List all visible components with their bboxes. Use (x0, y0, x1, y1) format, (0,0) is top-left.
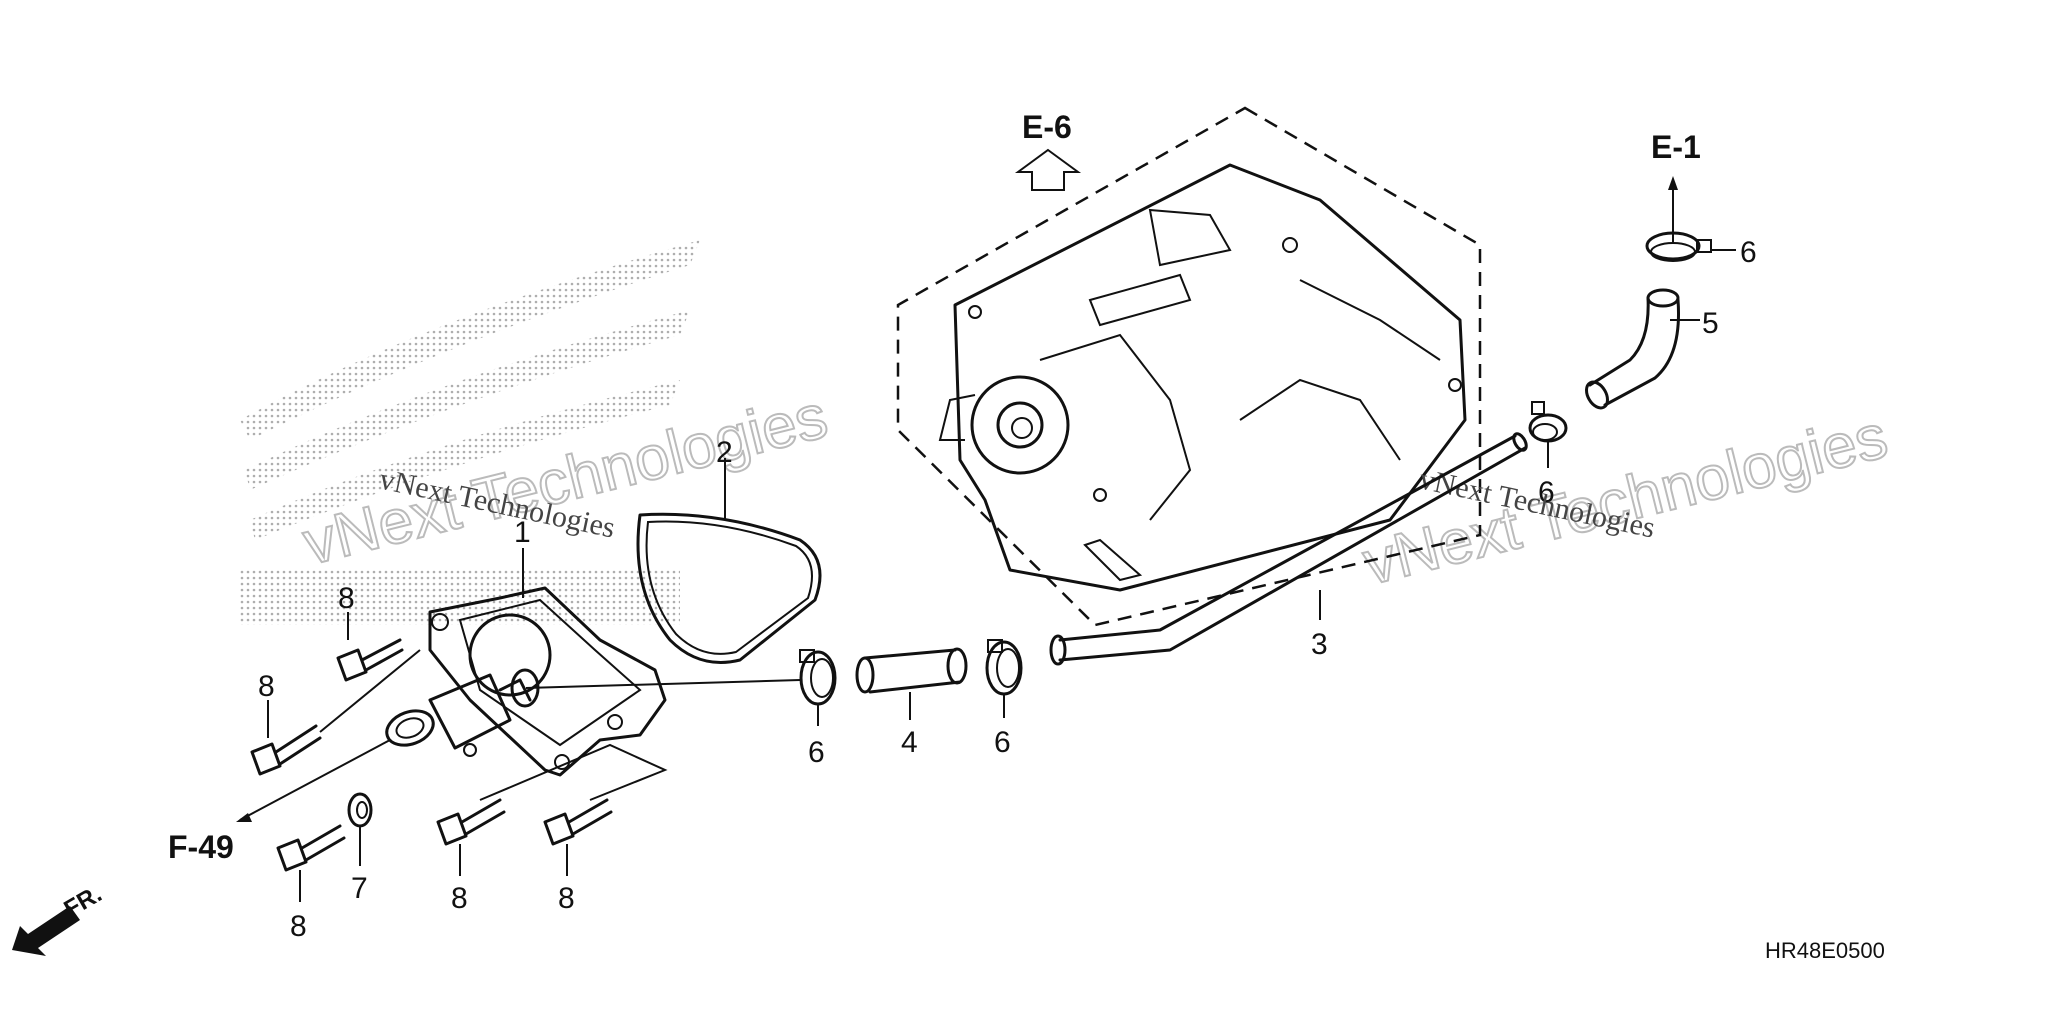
hose-clamp-middle-right (985, 639, 1023, 696)
callout-6-top: 6 (1740, 236, 1757, 269)
washer-7 (347, 792, 373, 828)
bolt-group-leader (479, 743, 668, 801)
watermark-large-right: vNext Technologies (1357, 402, 1894, 599)
wing-logo-watermark (240, 240, 700, 625)
callout-6-middle-left: 6 (808, 736, 825, 769)
callout-8-lower-middle: 8 (451, 882, 468, 915)
bolt-8-lower-left (276, 824, 346, 872)
callout-1: 1 (514, 516, 531, 549)
hose-5 (1585, 288, 1680, 410)
gasket-2 (636, 512, 822, 664)
ref-f49: F-49 (168, 829, 234, 865)
callout-8-upper: 8 (338, 582, 355, 615)
ref-e1: E-1 (1651, 129, 1701, 165)
bolt-8-lower-middle (436, 798, 506, 846)
e1-arrow-icon (1668, 176, 1678, 190)
callout-3: 3 (1311, 628, 1328, 661)
callout-6-middle-right: 6 (994, 726, 1011, 759)
bolt-8-left (250, 724, 322, 776)
hose-clamp-top (1645, 231, 1712, 262)
crankcase-illustration (938, 163, 1467, 592)
callout-2: 2 (716, 436, 733, 469)
callout-6-right: 6 (1538, 476, 1555, 509)
engine-reference-outline (896, 106, 1482, 627)
hose-clamp-right (1528, 401, 1568, 443)
callout-4: 4 (901, 726, 918, 759)
callout-8-lower-right: 8 (558, 882, 575, 915)
hose-clamp-middle-left (799, 649, 837, 706)
water-pump-1 (385, 586, 667, 777)
callout-5: 5 (1702, 307, 1719, 340)
bolt-8-upper (336, 638, 404, 682)
f49-arrow-icon (236, 813, 252, 822)
ref-e6: E-6 (1022, 109, 1072, 145)
bolt-8-lower-right (543, 798, 613, 846)
front-arrow-icon (12, 906, 80, 956)
callout-8-lower-left: 8 (290, 910, 307, 943)
water-pipe-3 (1049, 432, 1528, 666)
up-arrow-icon (1014, 148, 1082, 191)
diagram-code: HR48E0500 (1765, 938, 1885, 963)
callout-8-left: 8 (258, 670, 275, 703)
callout-7: 7 (351, 872, 368, 905)
hose-4 (855, 647, 968, 694)
